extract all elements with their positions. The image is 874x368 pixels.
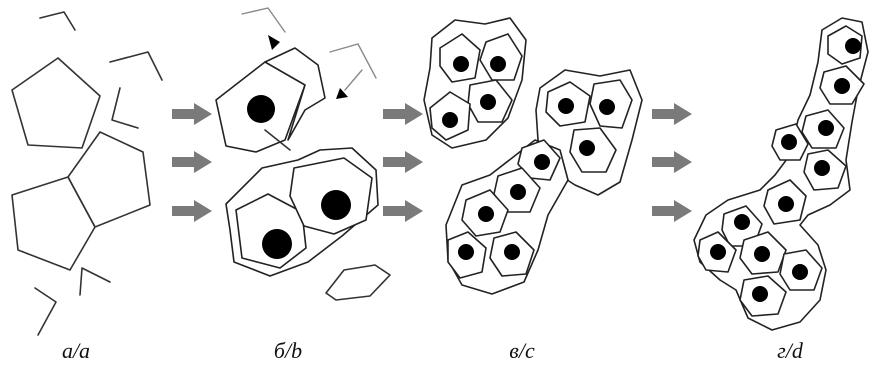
- nucleus: [490, 56, 506, 72]
- nucleus: [834, 78, 850, 94]
- nucleus: [247, 95, 275, 123]
- arrow-right-icon: [383, 151, 423, 173]
- nucleus: [845, 38, 861, 54]
- pentagon-outline: [67, 131, 151, 228]
- arrowhead-icon: [336, 88, 348, 99]
- panel-b: [215, 7, 391, 301]
- nucleus: [480, 94, 496, 110]
- nucleus: [778, 196, 794, 212]
- arrow-right-icon: [652, 200, 692, 222]
- nucleus: [262, 229, 292, 259]
- nucleus: [504, 244, 520, 260]
- fragment-line: [34, 287, 57, 336]
- panel-c: [423, 17, 643, 295]
- nucleus: [752, 286, 768, 302]
- pointer-line: [344, 69, 363, 91]
- nucleus: [814, 160, 830, 176]
- fragment-line: [111, 87, 139, 129]
- fragment-line: [329, 43, 377, 79]
- nucleus: [458, 244, 474, 260]
- nucleus: [781, 134, 797, 150]
- cell-outline: [264, 47, 326, 141]
- nucleus: [321, 190, 351, 220]
- panel-label-d: г/d: [777, 338, 803, 363]
- arrow-right-icon: [652, 151, 692, 173]
- fragment-line: [39, 11, 76, 31]
- nucleus: [818, 120, 834, 136]
- arrow-right-icon: [383, 103, 423, 125]
- arrow-group-1: [172, 103, 212, 222]
- pentagon-outline: [11, 176, 96, 271]
- nucleus: [754, 246, 770, 262]
- fragment-line: [79, 267, 111, 296]
- arrow-group-3: [652, 103, 692, 222]
- nucleus: [792, 264, 808, 280]
- nucleus: [710, 244, 726, 260]
- fragment-line: [241, 7, 286, 33]
- nucleus: [599, 99, 615, 115]
- arrow-right-icon: [172, 200, 212, 222]
- fragment-shape: [325, 264, 391, 301]
- panel-a: [11, 11, 163, 336]
- cell-wall: [264, 129, 291, 151]
- panel-label-b: б/b: [273, 338, 303, 363]
- pentagon-outline: [11, 57, 101, 149]
- arrowhead-icon: [268, 35, 280, 50]
- panel-label-c: в/c: [509, 338, 535, 363]
- nucleus: [579, 140, 595, 156]
- nucleus: [478, 206, 494, 222]
- panel-d: [693, 17, 869, 331]
- arrow-group-2: [383, 103, 423, 222]
- arrow-right-icon: [172, 103, 212, 125]
- nucleus: [734, 214, 750, 230]
- nucleus: [510, 184, 526, 200]
- nucleus: [534, 154, 550, 170]
- arrow-right-icon: [652, 103, 692, 125]
- nucleus: [442, 112, 458, 128]
- nucleus: [558, 98, 574, 114]
- fragment-line: [109, 51, 163, 81]
- cell-outline: [827, 25, 863, 65]
- nucleus: [453, 56, 469, 72]
- arrow-right-icon: [172, 151, 212, 173]
- panel-label-a: а/a: [61, 338, 91, 363]
- arrow-right-icon: [383, 200, 423, 222]
